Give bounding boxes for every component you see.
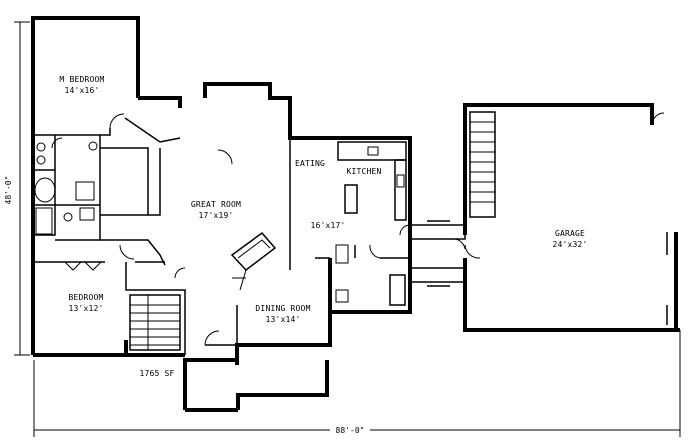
kitchen-fixtures [335, 141, 407, 306]
great-room-size: 17'x19' [198, 211, 233, 220]
bedroom-name: BEDROOM [68, 293, 103, 302]
interior-walls [33, 128, 410, 360]
interior-stairs [129, 294, 181, 351]
garage-name: GARAGE [555, 229, 585, 238]
master-bedroom-name: M BEDROOM [59, 75, 104, 84]
garage-walls [463, 103, 680, 332]
room-labels: M BEDROOM 14'x16' GREAT ROOM 17'x19' EAT… [59, 75, 587, 378]
bedroom-size: 13'x12' [68, 304, 103, 313]
master-bedroom-size: 14'x16' [64, 86, 99, 95]
breezeway [409, 220, 466, 287]
area-label: 1765 SF [139, 369, 174, 378]
doors [51, 113, 411, 346]
kitchen-size: 16'x17' [310, 221, 345, 230]
depth-dimension-label: 48'-0" [4, 176, 13, 205]
width-dimension-label: 88'-0" [336, 426, 365, 435]
garage-size: 24'x32' [552, 240, 587, 249]
bathroom-fixtures [34, 141, 98, 235]
eating-name: EATING [295, 159, 325, 168]
width-dimension: 88'-0" [330, 424, 370, 435]
great-room-name: GREAT ROOM [191, 200, 241, 209]
dining-room-name: DINING ROOM [255, 304, 310, 313]
fireplace [230, 231, 277, 291]
kitchen-name: KITCHEN [346, 167, 381, 176]
dining-room-size: 13'x14' [265, 315, 300, 324]
